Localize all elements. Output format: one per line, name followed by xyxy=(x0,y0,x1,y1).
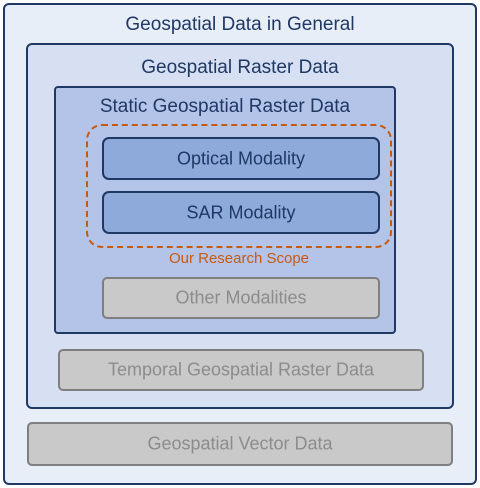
temporal-raster-data-box: Temporal Geospatial Raster Data xyxy=(58,349,424,391)
research-scope-label: Our Research Scope xyxy=(168,250,310,267)
geospatial-vector-data-label: Geospatial Vector Data xyxy=(147,433,333,454)
geospatial-vector-data-box: Geospatial Vector Data xyxy=(27,422,453,466)
other-modalities-label: Other Modalities xyxy=(175,287,307,308)
geospatial-raster-data-title: Geospatial Raster Data xyxy=(141,57,339,78)
other-modalities-box: Other Modalities xyxy=(102,277,380,319)
geospatial-data-general-title: Geospatial Data in General xyxy=(125,14,355,35)
research-scope-dashed-outline xyxy=(86,124,392,248)
temporal-raster-data-label: Temporal Geospatial Raster Data xyxy=(107,359,375,380)
sar-modality-label: SAR Modality xyxy=(186,202,296,222)
static-raster-data-title: Static Geospatial Raster Data xyxy=(99,96,351,117)
sar-modality-box: SAR Modality xyxy=(102,191,380,234)
optical-modality-label: Optical Modality xyxy=(176,148,306,168)
optical-modality-box: Optical Modality xyxy=(102,137,380,180)
